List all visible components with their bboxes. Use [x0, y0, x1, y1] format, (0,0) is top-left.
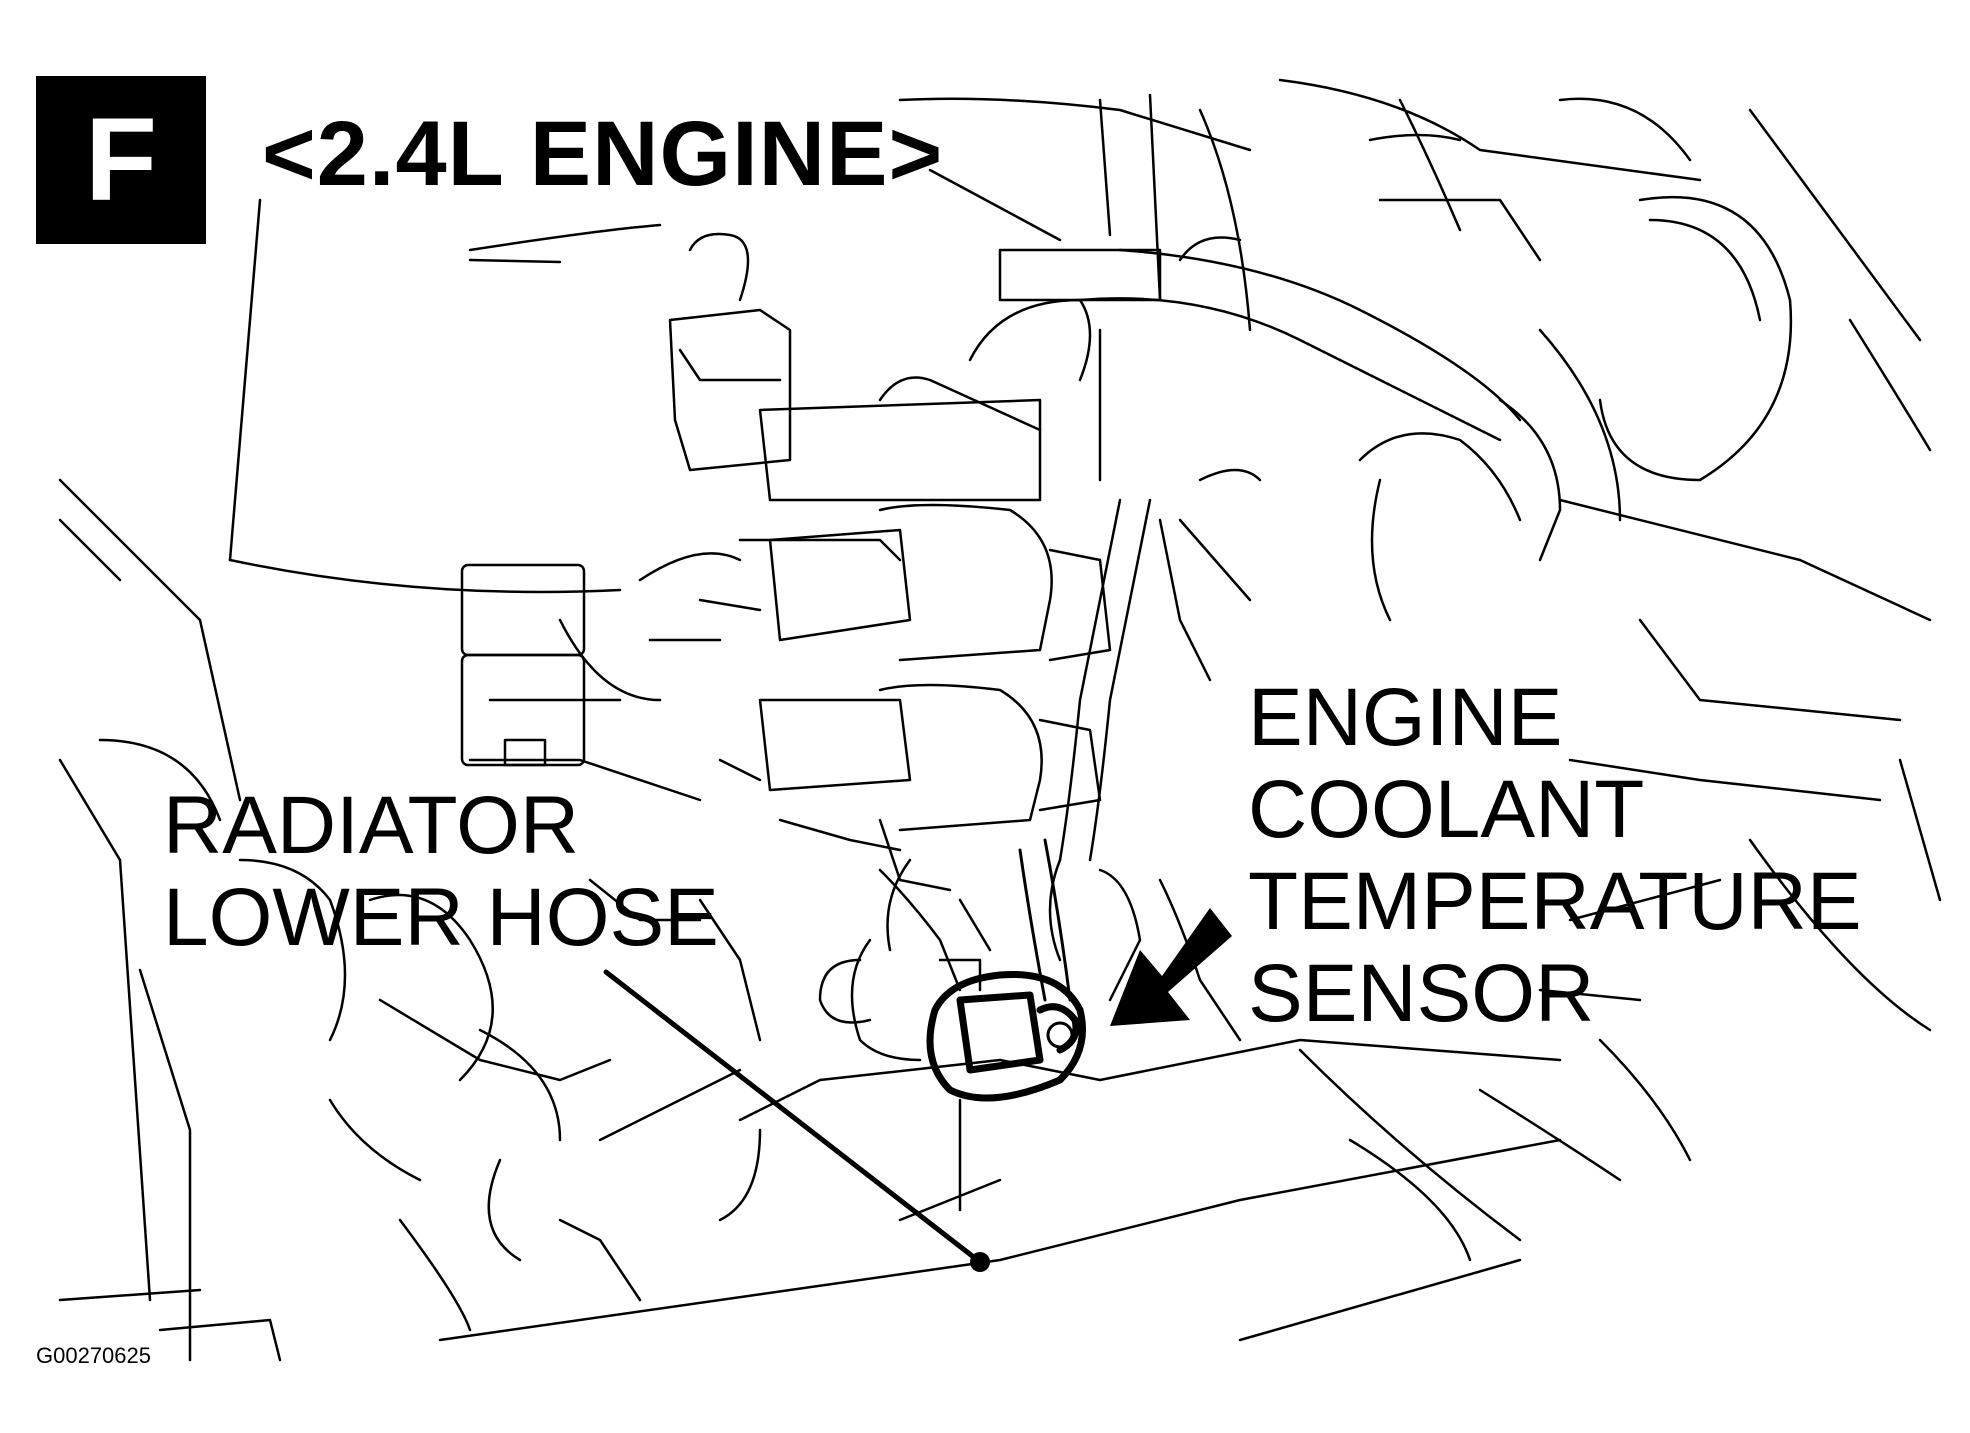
figure-letter: F — [84, 94, 158, 226]
wiring-harness — [460, 232, 1562, 1062]
sensor-wire — [1018, 838, 1074, 1049]
radiator-hose-label-line: RADIATOR — [163, 780, 580, 871]
coolant-sensor-drawing — [926, 970, 1086, 1102]
coolant-sensor-label-line: COOLANT — [1248, 764, 1645, 855]
radiator-hose-label-line: LOWER HOSE — [163, 872, 719, 963]
coolant-sensor-label-line: SENSOR — [1248, 948, 1595, 1039]
figure-badge: F — [36, 76, 206, 244]
coolant-sensor-label-line: TEMPERATURE — [1248, 856, 1862, 947]
sensor-pointer-arrow — [1110, 908, 1232, 1026]
radiator-hose-leader — [603, 969, 990, 1272]
figure-id: G00270625 — [36, 1343, 151, 1368]
coolant-sensor-label: ENGINE COOLANT TEMPERATURE SENSOR — [1248, 672, 1862, 1040]
engine-title: <2.4L ENGINE> — [262, 103, 944, 205]
coolant-sensor-label-line: ENGINE — [1248, 672, 1563, 763]
engine-bay-outline — [58, 78, 1942, 1362]
radiator-hose-label: RADIATOR LOWER HOSE — [163, 780, 719, 964]
